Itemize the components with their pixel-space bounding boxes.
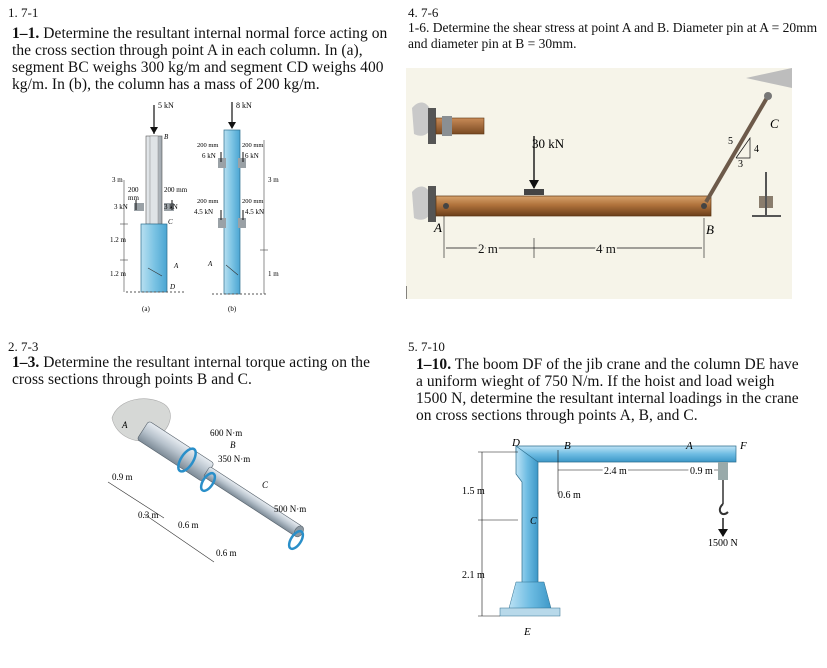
p5-point-F: F bbox=[739, 440, 747, 452]
p4-slope-3: 3 bbox=[738, 159, 743, 170]
p4-dim-4m: 4 m bbox=[596, 241, 616, 256]
boom-DF bbox=[515, 445, 737, 463]
torque-500-arrow bbox=[287, 529, 305, 551]
b-200mm-2: 200 mm bbox=[242, 142, 264, 149]
b-200mm-1: 200 mm bbox=[197, 142, 219, 149]
b-45kn-left: 4.5 kN bbox=[194, 208, 213, 216]
a-point-B: B bbox=[164, 133, 169, 141]
problem-4-label: 4. 7-6 bbox=[408, 5, 439, 20]
p4-slope-4: 4 bbox=[754, 144, 759, 155]
p2-dim-06a: 0.6 m bbox=[178, 520, 199, 530]
p4-point-A: A bbox=[433, 220, 442, 235]
a-point-A: A bbox=[173, 262, 179, 270]
b-dim-3m: 3 m bbox=[268, 176, 279, 184]
p5-point-D: D bbox=[511, 437, 520, 449]
p5-dim-06: 0.6 m bbox=[558, 490, 581, 501]
a-200mm-right: 200 mm bbox=[164, 186, 188, 194]
problem-4-statement: Determine the shear stress at point A an… bbox=[408, 20, 818, 51]
a-load-label: 5 kN bbox=[158, 101, 174, 110]
b-200mm-3: 200 mm bbox=[197, 198, 219, 205]
p4-load-label: 30 kN bbox=[532, 136, 565, 151]
p2-torque-350: 350 N·m bbox=[218, 454, 250, 464]
problem-2-statement: Determine the resultant internal torque … bbox=[12, 354, 371, 388]
p2-dim-06b: 0.6 m bbox=[216, 548, 237, 558]
problem-2-figure: A 600 N·m B 350 N·m 0.9 m C 500 N·m 0.3 … bbox=[107, 398, 306, 563]
column-b: 8 kN 200 mm 200 mm 6 kN 6 kN 3 m 200 mm … bbox=[194, 101, 279, 313]
a-mm-left: mm bbox=[128, 194, 139, 202]
b-caption: (b) bbox=[228, 305, 237, 313]
problem-2-label: 2. 7-3 bbox=[8, 339, 39, 354]
p5-dim-24: 2.4 m bbox=[604, 466, 627, 477]
problem-5-label: 5. 7-10 bbox=[408, 339, 445, 354]
p5-load-label: 1500 N bbox=[708, 538, 738, 549]
a-caption: (a) bbox=[142, 305, 150, 313]
problem-1-label: 1. 7-1 bbox=[8, 5, 39, 20]
a-point-C: C bbox=[168, 218, 173, 226]
a-3kn-right: 3 kN bbox=[164, 203, 178, 211]
a-3kn-left: 3 kN bbox=[114, 203, 128, 211]
torque-350-arrow bbox=[199, 471, 217, 493]
b-6kn-right: 6 kN bbox=[245, 152, 259, 160]
a-point-D: D bbox=[169, 283, 175, 291]
p2-dim-09: 0.9 m bbox=[112, 472, 133, 482]
a-dim-3m: 3 m bbox=[112, 176, 123, 184]
column-a: 5 kN B 3 m 200 mm 200 mm 3 kN 3 kN C 1.2… bbox=[110, 101, 188, 313]
problem-5-number: 1–10. bbox=[416, 356, 452, 373]
problem-1-number: 1–1. bbox=[12, 25, 40, 42]
p4-dim-2m: 2 m bbox=[478, 241, 498, 256]
p4-point-B: B bbox=[706, 222, 714, 237]
p5-point-C: C bbox=[530, 516, 537, 527]
problem-5-text: 1–10. The boom DF of the jib crane and t… bbox=[416, 356, 802, 424]
problem-1-figure: 5 kN B 3 m 200 mm 200 mm 3 kN 3 kN C 1.2… bbox=[110, 101, 279, 313]
problem-4-text: 1-6. Determine the shear stress at point… bbox=[408, 20, 818, 52]
problem-2-number: 1–3. bbox=[12, 354, 40, 371]
link-BC bbox=[704, 94, 770, 204]
b-200mm-4: 200 mm bbox=[242, 198, 264, 205]
main-beam bbox=[435, 195, 712, 217]
p5-point-A: A bbox=[685, 440, 693, 452]
b-load-label: 8 kN bbox=[236, 101, 252, 110]
p5-point-E: E bbox=[523, 626, 531, 638]
p4-point-C: C bbox=[770, 116, 779, 131]
torque-600-arrow bbox=[177, 447, 197, 473]
p2-torque-600: 600 N·m bbox=[210, 428, 242, 438]
problem-5-figure: D B A F 2.4 m 0.9 m 0.6 m 1.5 m C 2.1 m … bbox=[462, 437, 747, 638]
b-dim-1m: 1 m bbox=[268, 270, 279, 278]
p4-slope-5: 5 bbox=[728, 136, 733, 147]
a-dim-12m-a: 1.2 m bbox=[110, 236, 127, 244]
a-200-left: 200 bbox=[128, 186, 139, 194]
b-6kn-left: 6 kN bbox=[202, 152, 216, 160]
problem-2-text: 1–3. Determine the resultant internal to… bbox=[12, 354, 392, 388]
p2-point-C: C bbox=[262, 480, 269, 490]
figure-background bbox=[406, 68, 792, 299]
p5-dim-15: 1.5 m bbox=[462, 486, 485, 497]
problem-5-statement: The boom DF of the jib crane and the col… bbox=[416, 356, 799, 424]
p5-point-B: B bbox=[564, 440, 571, 452]
problem-1-statement: Determine the resultant internal normal … bbox=[12, 25, 388, 93]
p5-dim-09: 0.9 m bbox=[690, 466, 713, 477]
p2-point-A: A bbox=[121, 420, 128, 430]
problem-4-number: 1-6. bbox=[408, 20, 430, 35]
b-point-A: A bbox=[207, 260, 213, 268]
p2-dim-03: 0.3 m bbox=[138, 510, 159, 520]
a-dim-12m-b: 1.2 m bbox=[110, 270, 127, 278]
p5-dim-21: 2.1 m bbox=[462, 570, 485, 581]
problem-4-figure: 30 kN A B C 2 m 4 m 5 4 3 bbox=[406, 68, 792, 299]
p2-torque-500: 500 N·m bbox=[274, 504, 306, 514]
p2-point-B: B bbox=[230, 440, 236, 450]
b-45kn-right: 4.5 kN bbox=[245, 208, 264, 216]
problem-1-text: 1–1. Determine the resultant internal no… bbox=[12, 25, 390, 93]
